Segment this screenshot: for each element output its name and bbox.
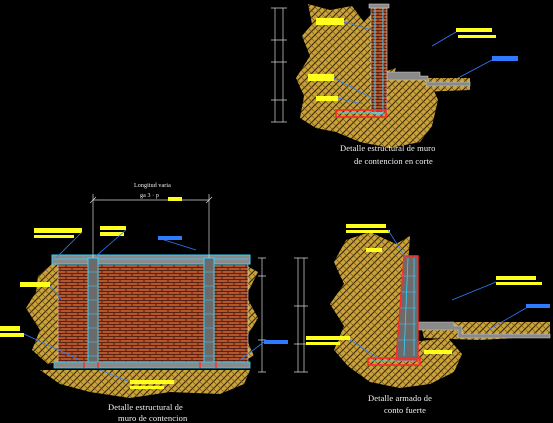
dimension-vertical-top (271, 7, 287, 123)
caption-bottom-right-line-2: conto fuerte (384, 405, 427, 415)
label-tag (158, 236, 182, 240)
brick-wall-top (370, 5, 388, 113)
panel-top-section (271, 3, 518, 148)
label-tag (100, 226, 126, 230)
label-tag (306, 336, 350, 340)
footing-top (335, 109, 387, 118)
soil-mass-top (296, 4, 438, 148)
label-tag (424, 350, 452, 354)
caption-bottom-left-line-2: muro de contencion (118, 413, 188, 423)
label-tag (316, 96, 338, 101)
label-tag (492, 56, 518, 61)
label-tag (496, 276, 536, 280)
label-tag (306, 342, 340, 345)
dimension-sub-label: ga 3 · p (140, 193, 159, 199)
label-tag (130, 380, 174, 384)
leader-lines-bottom-left (23, 229, 265, 383)
caption-top-line-2: de contencion en corte (354, 156, 433, 166)
label-tag (366, 248, 382, 252)
label-tag (34, 235, 74, 238)
label-tag (100, 232, 124, 236)
top-beam (51, 254, 251, 265)
label-tag (458, 35, 496, 38)
label-tag (346, 224, 386, 228)
label-tag (0, 326, 20, 331)
label-tag (526, 304, 550, 308)
dimension-vertical-left (258, 257, 266, 373)
dimension-vertical-right (294, 257, 308, 373)
label-tag (264, 340, 288, 344)
label-tag (130, 386, 164, 389)
label-tag (0, 333, 24, 337)
caption-bottom-left-line-1: Detalle estructural de (108, 402, 183, 412)
label-tag (34, 228, 82, 233)
label-tag (346, 230, 390, 233)
footing-bottom-left (53, 361, 251, 369)
caption-top-line-1: Detalle estructural de muro (340, 143, 436, 153)
footing-bottom-right (367, 357, 421, 366)
leader-lines-bottom-right (349, 229, 527, 359)
slab-step-right (417, 321, 551, 339)
label-tag (496, 282, 542, 285)
slab-step-top (385, 71, 471, 87)
brick-wall-elevation (57, 261, 249, 367)
label-tag (20, 282, 50, 287)
dimension-horizontal (89, 194, 213, 258)
panel-bottom-left (0, 194, 288, 398)
dimension-label: Longitud varia (134, 183, 171, 189)
label-tag (308, 74, 334, 81)
label-tag (456, 28, 492, 32)
leader-lines-top (333, 21, 493, 105)
caption-bottom-right-line-1: Detalle armado de (368, 393, 433, 403)
label-tag (316, 18, 344, 25)
panel-bottom-right (294, 224, 551, 388)
